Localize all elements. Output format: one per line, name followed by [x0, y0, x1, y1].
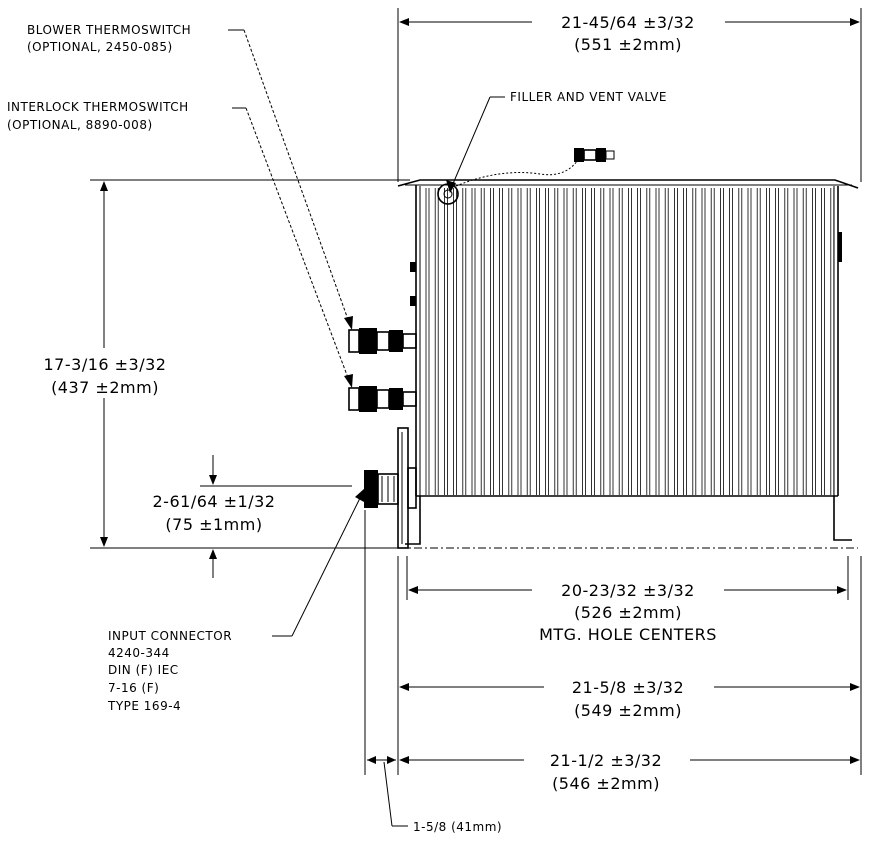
filler-label: FILLER AND VENT VALVE [510, 90, 667, 104]
interlock-thermoswitch-callout: INTERLOCK THERMOSWITCH (OPTIONAL, 8890-0… [7, 100, 353, 388]
hole-centers-metric: (526 ±2mm) [574, 603, 682, 622]
hole-centers-imperial: 20-23/32 ±3/32 [561, 581, 695, 600]
hole-centers-note: MTG. HOLE CENTERS [539, 625, 717, 644]
bottom-extension-lines [364, 510, 862, 775]
interlock-label-line1: INTERLOCK THERMOSWITCH [7, 100, 189, 114]
hole-centers-dimension: 20-23/32 ±3/32 (526 ±2mm) MTG. HOLE CENT… [408, 581, 847, 644]
input-label-line2: 4240-344 [108, 646, 170, 660]
base-width-dimension: 21-1/2 ±3/32 (546 ±2mm) [399, 751, 860, 793]
input-label-line3: DIN (F) IEC [108, 663, 179, 677]
input-connector-callout: INPUT CONNECTOR 4240-344 DIN (F) IEC 7-1… [107, 488, 365, 713]
interlock-label-line2: (OPTIONAL, 8890-008) [7, 118, 153, 132]
top-width-imperial: 21-45/64 ±3/32 [561, 13, 695, 32]
input-label-line1: INPUT CONNECTOR [108, 629, 232, 643]
overall-width-imperial: 21-5/8 ±3/32 [572, 678, 684, 697]
interlock-connector-icon [348, 386, 417, 412]
cooling-fins [425, 188, 835, 495]
height-metric: (437 ±2mm) [51, 378, 159, 397]
height-imperial: 17-3/16 ±3/32 [44, 355, 167, 374]
connector-height-imperial: 2-61/64 ±1/32 [153, 492, 276, 511]
input-label-line5: TYPE 169-4 [107, 699, 181, 713]
base-width-metric: (546 ±2mm) [552, 774, 660, 793]
blower-label-line2: (OPTIONAL, 2450-085) [27, 40, 173, 54]
input-connector-icon [364, 427, 417, 549]
base-width-imperial: 21-1/2 ±3/32 [550, 751, 662, 770]
filler-valve-icon [437, 183, 459, 205]
flange-dimension: 1-5/8 (41mm) [367, 756, 502, 834]
blower-thermoswitch-callout: BLOWER THERMOSWITCH (OPTIONAL, 2450-085) [27, 23, 353, 330]
top-width-metric: (551 ±2mm) [574, 35, 682, 54]
overall-width-metric: (549 ±2mm) [574, 701, 682, 720]
overall-width-dimension: 21-5/8 ±3/32 (549 ±2mm) [399, 678, 860, 720]
height-dimension: 17-3/16 ±3/32 (437 ±2mm) [44, 179, 410, 549]
input-label-line4: 7-16 (F) [108, 681, 159, 695]
connector-height-metric: (75 ±1mm) [165, 515, 262, 534]
flange-label: 1-5/8 (41mm) [413, 820, 502, 834]
valve-cap-icon [574, 148, 615, 162]
top-width-dimension: 21-45/64 ±3/32 (551 ±2mm) [397, 8, 862, 182]
blower-connector-icon [348, 328, 417, 354]
filler-vent-valve-callout: FILLER AND VENT VALVE [446, 90, 667, 193]
connector-height-dimension: 2-61/64 ±1/32 (75 ±1mm) [153, 455, 352, 578]
housing [397, 148, 859, 549]
blower-label-line1: BLOWER THERMOSWITCH [27, 23, 191, 37]
